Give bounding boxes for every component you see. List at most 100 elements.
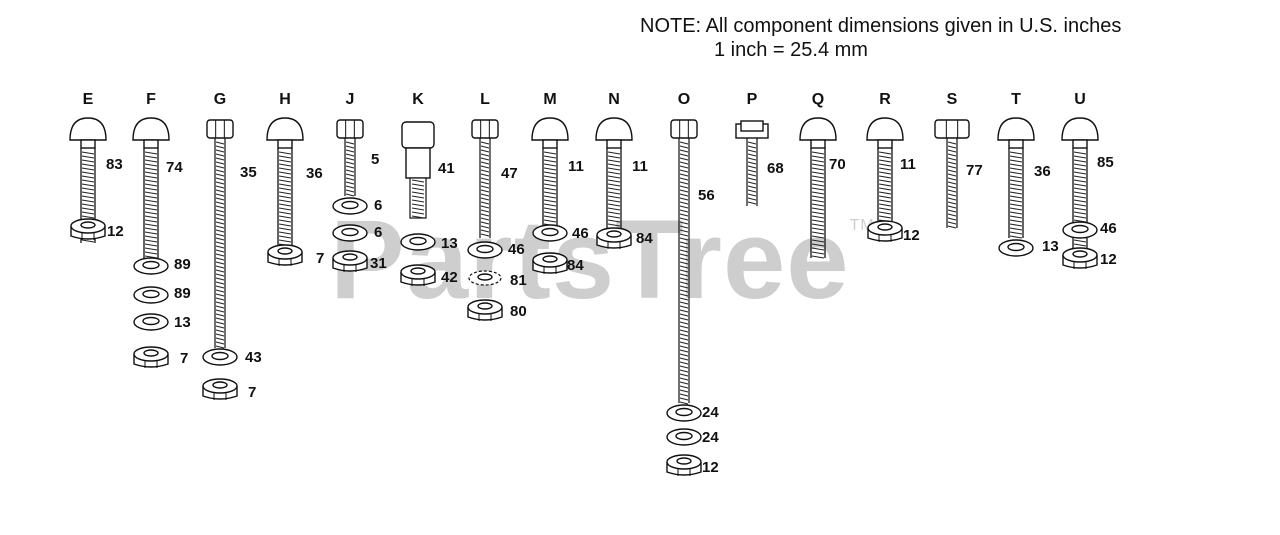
note-line-1: NOTE: All component dimensions given in … <box>640 15 1122 37</box>
bolt-part-number: 47 <box>501 165 518 182</box>
watermark-text: PartsTree <box>330 197 850 322</box>
hexnut-part-number: 84 <box>636 230 653 247</box>
washer-part-number: 24 <box>702 404 719 421</box>
partstree-watermark: PartsTreeTM <box>330 204 875 316</box>
bolt-part-number: 35 <box>240 164 257 181</box>
hardware-column-g: G 35 43 7 <box>202 91 262 401</box>
nut-hole <box>277 247 293 255</box>
carriage-bolt-head <box>531 117 569 141</box>
washer-hole <box>142 316 160 326</box>
carriage-bolt-head <box>132 117 170 141</box>
washer-part-number: 6 <box>374 197 382 214</box>
washer-part-number: 6 <box>374 224 382 241</box>
hex-bolt-head <box>336 119 364 139</box>
column-letter: L <box>480 91 490 108</box>
hex-bolt-head <box>670 119 698 139</box>
washer-part-number: 13 <box>441 235 458 252</box>
hardware-column-p: P 68 <box>735 91 784 206</box>
carriage-bolt-head <box>1061 117 1099 141</box>
flange-hex <box>740 120 764 132</box>
thread-lines <box>345 141 355 197</box>
washer-hole <box>211 351 229 361</box>
carriage-bolt-head <box>997 117 1035 141</box>
column-letter: G <box>214 91 226 108</box>
nut-hole <box>1072 250 1088 258</box>
hexnut-part-number: 12 <box>1100 251 1117 268</box>
square-neck <box>1008 139 1024 149</box>
washer-part-number: 46 <box>572 225 589 242</box>
washer-hole <box>675 407 693 417</box>
washer-part-number: 89 <box>174 256 191 273</box>
lockwasher-part-number: 81 <box>510 272 527 289</box>
bolt-part-number: 74 <box>166 159 183 176</box>
hardware-column-e: E 83 12 <box>69 91 124 243</box>
shoulder-bolt-head <box>401 121 435 149</box>
washer-part-number: 13 <box>1042 238 1059 255</box>
bolt-part-number: 70 <box>829 156 846 173</box>
nut-hole <box>477 302 493 310</box>
washer-hole <box>541 227 559 237</box>
nut-hole <box>606 230 622 238</box>
bolt-part-number: 77 <box>966 162 983 179</box>
washer-hole <box>142 289 160 299</box>
hex-bolt-head <box>206 119 234 139</box>
hexnut-part-number: 80 <box>510 303 527 320</box>
column-letter: Q <box>812 91 824 108</box>
bolt-part-number: 83 <box>106 156 123 173</box>
washer-hole <box>477 273 493 281</box>
hexnut-part-number: 42 <box>441 269 458 286</box>
note-line-2: 1 inch = 25.4 mm <box>714 39 868 61</box>
bolt-part-number: 11 <box>900 156 916 173</box>
washer-hole <box>1071 224 1089 234</box>
hex-bolt-head <box>471 119 499 139</box>
column-letter: M <box>543 91 556 108</box>
column-letter: P <box>747 91 758 108</box>
bolt-part-number: 68 <box>767 160 784 177</box>
hexnut-part-number: 84 <box>567 257 584 274</box>
column-letter: S <box>947 91 958 108</box>
nut-hole <box>342 253 358 261</box>
washer-hole <box>476 244 494 254</box>
thread-lines <box>278 151 292 247</box>
thread-lines <box>679 141 689 405</box>
column-letter: U <box>1074 91 1086 108</box>
washer-part-number: 13 <box>174 314 191 331</box>
nut-hole <box>143 349 159 357</box>
square-neck <box>810 139 826 149</box>
column-letter: O <box>678 91 690 108</box>
column-letter: E <box>83 91 94 108</box>
column-letter: T <box>1011 91 1021 108</box>
hexnut-part-number: 12 <box>107 223 124 240</box>
bolt-part-number: 41 <box>438 160 455 177</box>
hexnut-part-number: 7 <box>180 350 188 367</box>
hexnut-part-number: 7 <box>248 384 256 401</box>
square-neck <box>877 139 893 149</box>
thread-lines <box>411 179 425 219</box>
square-neck <box>143 139 159 149</box>
washer-part-number: 43 <box>245 349 262 366</box>
washer-hole <box>142 260 160 270</box>
shoulder <box>405 147 431 179</box>
thread-lines <box>1009 151 1023 239</box>
bolt-part-number: 56 <box>698 187 715 204</box>
thread-lines <box>215 141 225 349</box>
square-neck <box>277 139 293 149</box>
washer-hole <box>409 236 427 246</box>
hexnut-part-number: 12 <box>702 459 719 476</box>
nut-hole <box>676 457 692 465</box>
carriage-bolt-head <box>595 117 633 141</box>
washer-hole <box>341 200 359 210</box>
hex-bolt-head <box>934 119 970 139</box>
hexnut-part-number: 12 <box>903 227 920 244</box>
square-neck <box>542 139 558 149</box>
carriage-bolt-head <box>69 117 107 141</box>
bolt-part-number: 5 <box>371 151 379 168</box>
